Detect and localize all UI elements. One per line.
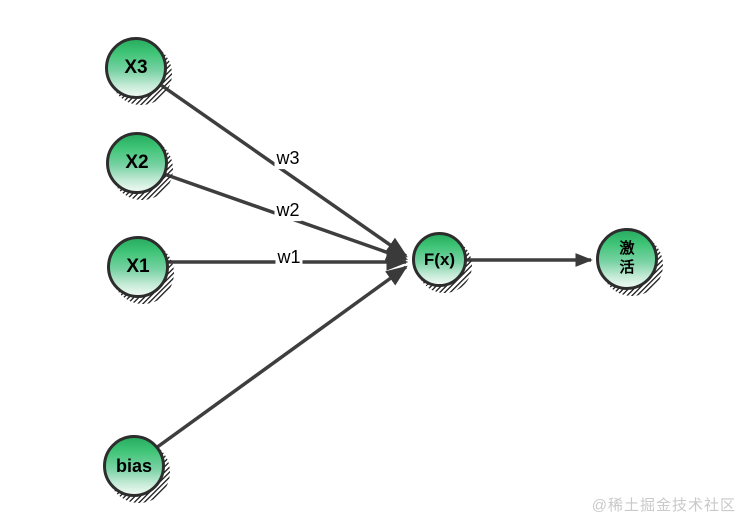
node-x3-label: X3 bbox=[124, 57, 148, 79]
node-x1-label: X1 bbox=[126, 256, 150, 278]
node-x1-circle: X1 bbox=[107, 236, 169, 298]
watermark: @稀土掘金技术社区 bbox=[591, 497, 736, 514]
node-fx-circle: F(x) bbox=[412, 232, 467, 287]
edge-bias-to-fx bbox=[154, 265, 408, 450]
node-fx-label: F(x) bbox=[423, 249, 456, 269]
node-x2-label: X2 bbox=[125, 152, 149, 174]
node-x2: X2 bbox=[106, 132, 173, 200]
node-bias-label: bias bbox=[115, 455, 153, 476]
edge-x3-to-fx bbox=[156, 81, 408, 258]
weight-label-w1: w1 bbox=[275, 247, 303, 268]
node-x2-circle: X2 bbox=[106, 132, 168, 194]
node-activation-label: 激活 bbox=[619, 240, 635, 276]
node-x3-circle: X3 bbox=[105, 37, 167, 99]
weight-label-w2: w2 bbox=[274, 200, 302, 221]
node-x1: X1 bbox=[107, 236, 174, 304]
node-x3: X3 bbox=[105, 37, 172, 105]
node-bias-circle: bias bbox=[103, 435, 165, 497]
node-activation-circle: 激活 bbox=[596, 228, 658, 290]
weight-label-w3: w3 bbox=[274, 148, 302, 169]
node-bias: bias bbox=[103, 435, 170, 503]
node-activation: 激活 bbox=[596, 228, 663, 296]
node-fx: F(x) bbox=[412, 232, 472, 293]
